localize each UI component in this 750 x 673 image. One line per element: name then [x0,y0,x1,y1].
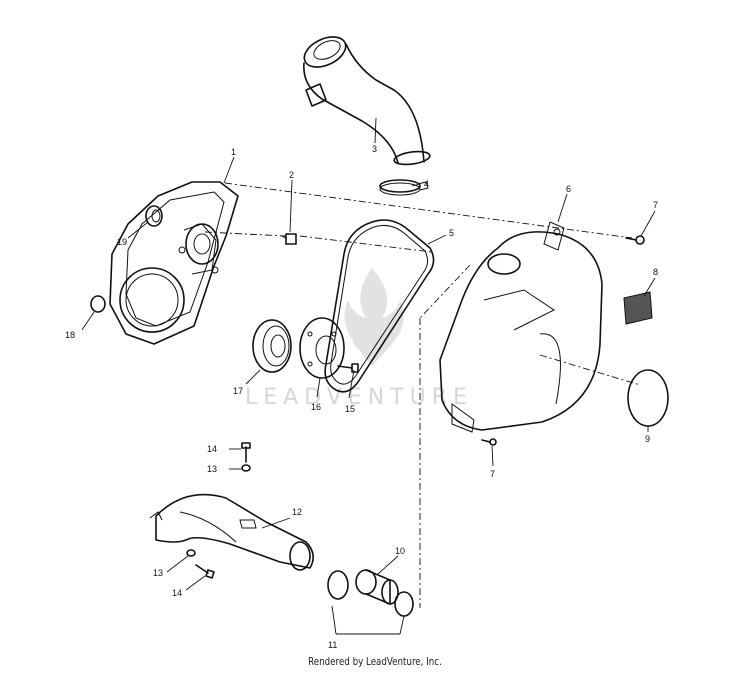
callout-4: 4 [424,179,429,189]
part-18-plug [90,295,106,313]
callout-8: 8 [653,267,658,277]
callout-12: 12 [292,507,302,517]
part-10-sleeve [355,569,399,605]
callout-18: 18 [65,330,75,340]
part-5-drive-belt [324,219,435,393]
part-15-screw [337,363,359,373]
part-14-bolt-lower [195,564,215,579]
callout-7-lower: 7 [490,469,495,479]
part-4-hose-clamp [379,179,429,196]
callout-3: 3 [372,144,377,154]
part-9-gasket [627,369,669,427]
callout-7-upper: 7 [653,200,658,210]
footer-credit: Rendered by LeadVenture, Inc. [308,655,442,668]
callout-19: 19 [117,237,127,247]
part-19-plug [145,205,163,227]
part-11-clamp-right [394,591,414,617]
callout-1: 1 [231,147,236,157]
part-12-outlet-duct [149,493,314,571]
callout-2: 2 [289,170,294,180]
part-1-inner-cover [109,181,239,345]
part-14-bolt-upper [241,442,251,463]
part-17-seal [252,319,292,373]
part-2-bolt [281,233,297,245]
part-13-washer-upper [241,464,251,472]
part-8-decal [623,291,653,325]
callout-5: 5 [449,228,454,238]
callout-labels: 1 2 3 4 5 6 7 8 9 7 12 10 11 13 14 14 13… [65,144,658,650]
callout-14-upper: 14 [207,444,217,454]
part-3-intake-duct [303,36,431,166]
callout-14-lower: 14 [172,588,182,598]
watermark-logo [344,268,404,366]
callout-17: 17 [233,386,243,396]
part-6-outer-cover [439,221,603,433]
callout-16: 16 [311,402,321,412]
callout-9: 9 [645,434,650,444]
leader-lines [81,117,656,635]
alignment-lines [204,182,641,608]
callout-13-lower: 13 [153,568,163,578]
part-7-screw-upper [625,235,645,245]
callout-13-upper: 13 [207,464,217,474]
callout-6: 6 [566,184,571,194]
callout-10: 10 [395,546,405,556]
part-11-clamp-left [327,570,349,600]
part-13-washer-lower [186,549,196,557]
callout-11: 11 [328,640,337,650]
part-7-screw-lower [481,438,497,446]
part-16-plate [299,317,345,379]
callout-15: 15 [345,404,355,414]
watermark-text: LEADVENTURE [245,385,473,410]
